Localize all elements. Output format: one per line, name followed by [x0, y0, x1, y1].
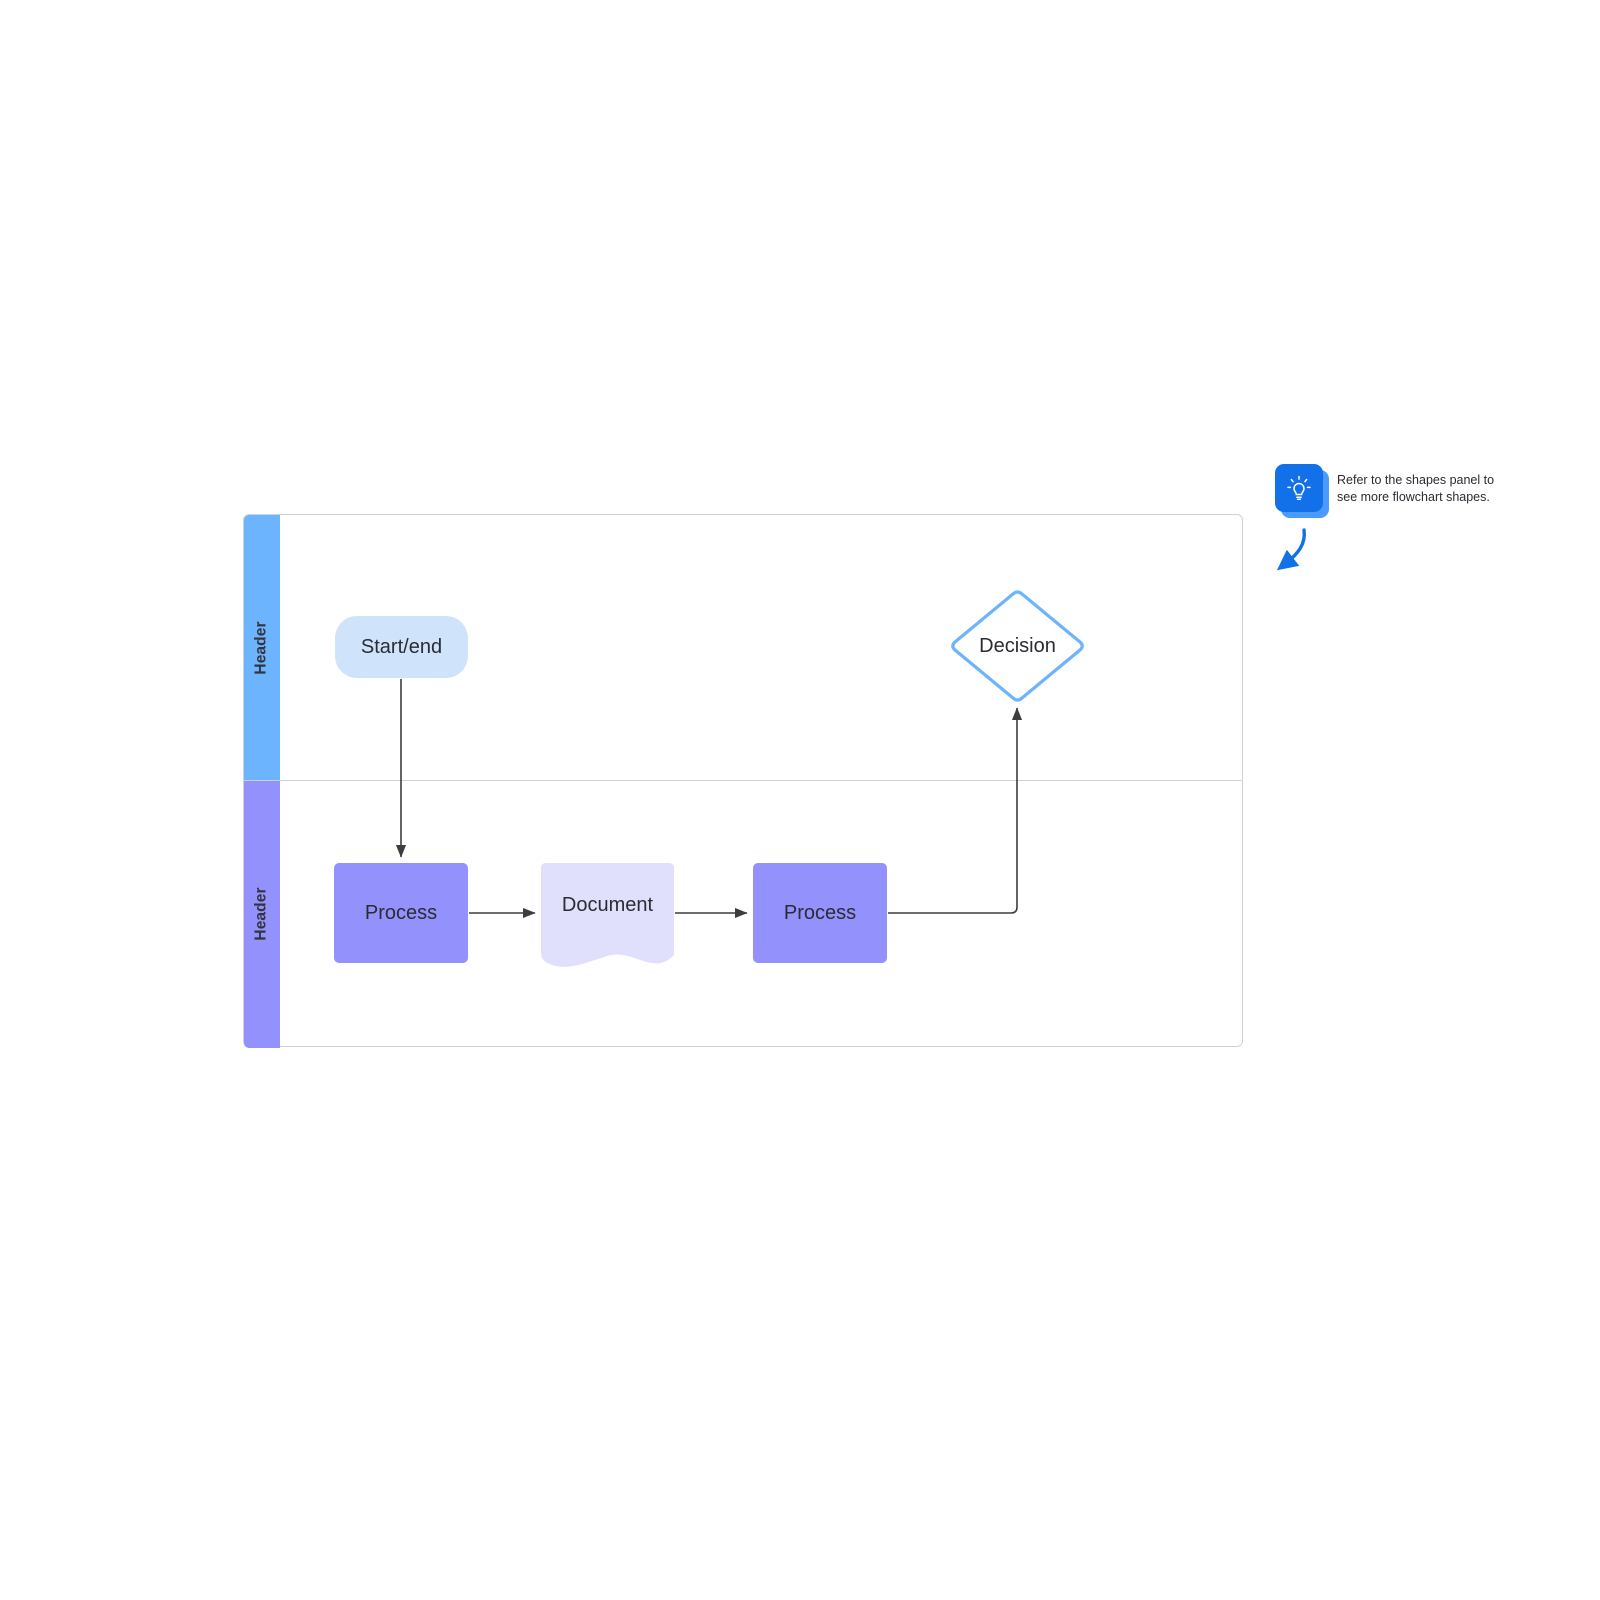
diamond-shape [951, 590, 1084, 702]
node-process-1-label: Process [364, 901, 438, 924]
document-shape [541, 863, 674, 967]
lane-header-label-1: Header [253, 887, 270, 941]
lightbulb-glyph [1287, 475, 1311, 500]
lane-header-label-0: Header [253, 620, 270, 675]
node-decision[interactable]: Decision [951, 590, 1084, 702]
node-start-end[interactable]: Start/end [335, 616, 468, 678]
swimlane-row-1[interactable]: Header [244, 780, 1242, 1048]
swimlane-row-0[interactable]: Header [244, 515, 1242, 780]
lightbulb-icon[interactable] [1275, 464, 1323, 512]
node-process-2[interactable]: Process [753, 863, 887, 963]
lane-divider [244, 780, 1242, 782]
tip-text: Refer to the shapes panel to see more fl… [1337, 473, 1495, 504]
node-start-end-label: Start/end [360, 635, 443, 658]
node-process-1[interactable]: Process [334, 863, 468, 963]
node-process-2-label: Process [783, 901, 857, 924]
lane-header-0[interactable]: Header [244, 515, 280, 780]
swimlane-container[interactable]: Header Header [243, 514, 1243, 1048]
node-document[interactable]: Document [541, 863, 674, 970]
lane-header-1[interactable]: Header [244, 780, 280, 1048]
tip-arrow-icon [1276, 528, 1306, 571]
